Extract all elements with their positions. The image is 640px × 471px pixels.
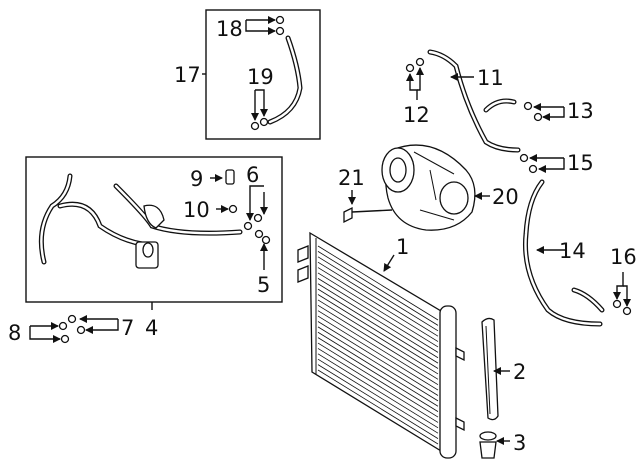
- dryer-cap: [479, 431, 497, 459]
- callout-8: 8: [8, 321, 21, 345]
- compressor: [381, 144, 476, 231]
- callout-14: 14: [559, 239, 586, 263]
- o-rings: [58, 15, 632, 344]
- callout-3: 3: [513, 431, 526, 455]
- hose-14: [523, 179, 605, 327]
- callout-18: 18: [216, 17, 243, 41]
- hose-17: [267, 35, 303, 125]
- receiver-dryer-seal: [481, 317, 499, 421]
- callout-17: 17: [174, 63, 201, 87]
- callout-7: 7: [121, 316, 134, 340]
- callout-15: 15: [567, 151, 594, 175]
- pressure-switch: [225, 169, 235, 185]
- callout-16: 16: [610, 245, 637, 269]
- callout-19: 19: [247, 65, 274, 89]
- callout-6: 6: [246, 163, 259, 187]
- callout-9: 9: [190, 167, 203, 191]
- condenser: [297, 231, 465, 459]
- group-box-4: [25, 156, 283, 303]
- condenser-fins: [317, 245, 439, 445]
- leader-lines: [29, 16, 631, 445]
- callout-1: 1: [396, 235, 409, 259]
- callout-21: 21: [338, 166, 365, 190]
- callout-11: 11: [477, 66, 504, 90]
- compressor-bolt: [343, 206, 393, 224]
- callout-20: 20: [492, 185, 519, 209]
- callout-2: 2: [513, 360, 526, 384]
- hose-11: [427, 49, 521, 153]
- callout-4: 4: [145, 316, 158, 340]
- callout-13: 13: [567, 99, 594, 123]
- callout-12: 12: [403, 103, 430, 127]
- callout-10: 10: [183, 198, 210, 222]
- callout-5: 5: [257, 273, 270, 297]
- hose-4: [38, 173, 243, 269]
